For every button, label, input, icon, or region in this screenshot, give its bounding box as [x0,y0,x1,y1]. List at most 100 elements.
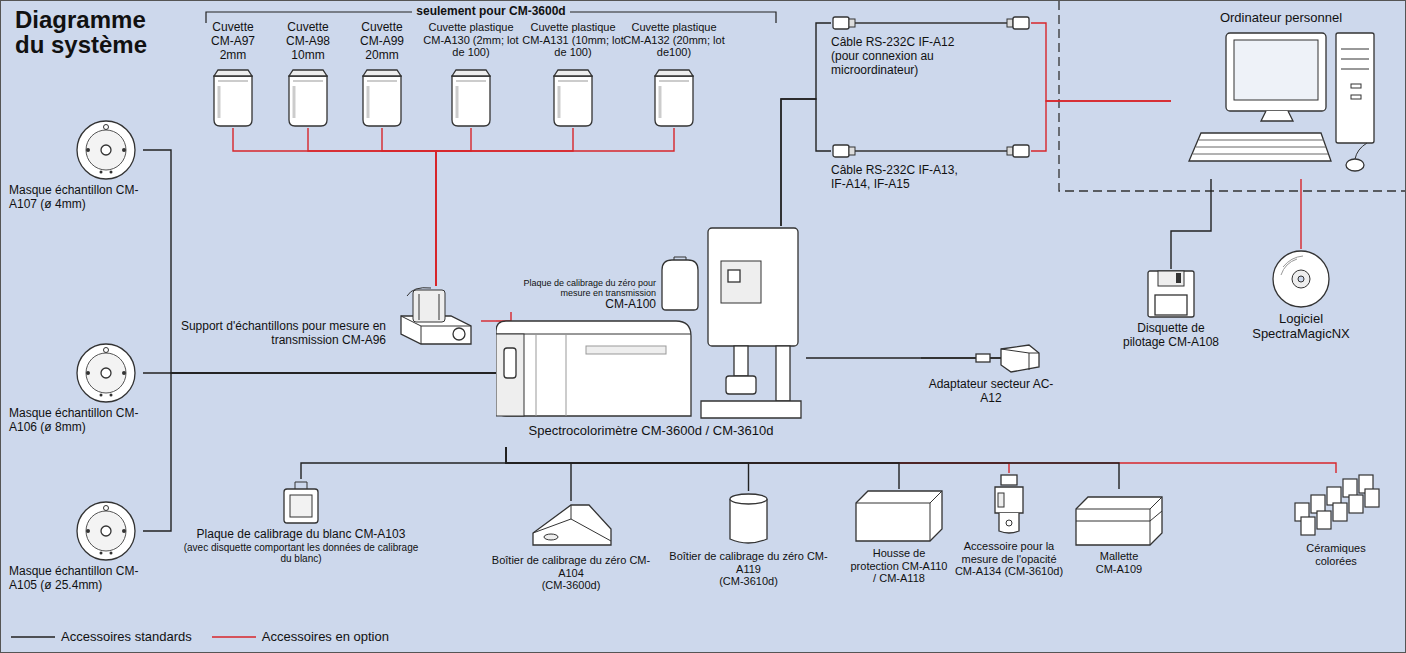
node-label: Cuvette CM-A97 2mm [202,21,264,62]
legend-line [212,633,256,641]
label-block: Câble RS-232C IF-A13, IF-A14, IF-A15 [831,164,971,192]
label-block: Adaptateur secteur AC-A12 [921,378,1061,406]
node-label: Câble RS-232C IF-A13, IF-A14, IF-A15 [831,164,971,192]
sample-mask: Masque échantillon CM-A106 (ø 8mm) [9,342,143,435]
cd-illustration [1271,249,1331,309]
label-block: Accessoire pour la mesure de l'opacité C… [953,540,1065,578]
label-block: Masque échantillon CM-A105 (ø 25.4mm) [9,565,143,593]
label-block: Câble RS-232C IF-A12 (pour connexion au … [831,36,976,77]
connector [301,447,506,479]
legend-label: Accessoires standards [61,629,192,644]
inst-illustration [496,226,806,421]
label-block: Spectrocolorimètre CM-3600d / CM-3610d [496,424,806,439]
node-label: Support d'échantillons pour mesure en tr… [161,320,386,348]
spectrophotometer: Spectrocolorimètre CM-3600d / CM-3610d [496,226,806,447]
legend-item: Accessoires standards [11,629,192,644]
label-block: Cuvette plastique CM-A131 (10mm; lot de … [519,21,627,65]
connector [143,373,496,531]
note-label: seulement pour CM-3600d [412,4,569,18]
connector [506,447,749,491]
node-label: Masque échantillon CM-A107 (ø 4mm) [9,184,143,212]
label-block: Cuvette CM-A99 20mm [351,21,413,65]
node-label: Accessoire pour la mesure de l'opacité C… [953,540,1065,578]
legend-line-sample [11,636,55,638]
label-block: Cuvette CM-A98 10mm [277,21,339,65]
node-label: Housse de protection CM-A110 / CM-A118 [849,547,949,585]
dust-cover: Housse de protection CM-A110 / CM-A118 [849,489,949,585]
node-label: Ordinateur personnel [1171,11,1391,26]
cuv-illustration [651,68,697,128]
node-label: (CM-3610d) [661,575,836,588]
cyl-illustration [726,491,771,547]
cable: Câble RS-232C IF-A13, IF-A14, IF-A15 [831,141,1031,192]
connector [506,447,1336,473]
cable-illustration [831,141,1031,161]
node-label: Boîtier de calibrage du zéro CM-A104 [486,554,656,579]
node-label: Logiciel SpectraMagicNX [1241,312,1361,342]
connector [506,447,1119,489]
cuvette: Cuvette CM-A98 10mm [277,21,339,128]
plz-illustration [659,256,701,312]
connector [1300,179,1301,249]
label-block: Plaque de calibrage du blanc CM-A103(ave… [181,528,421,565]
mask-illustration [75,500,137,562]
legend-line-sample [212,636,256,638]
legend-label: Accessoires en option [262,629,389,644]
connector [233,128,436,286]
label-block: Disquette de pilotage CM-A108 [1116,322,1226,350]
connector [506,447,1009,473]
mask-illustration [75,119,137,181]
carrying-case: Mallette CM-A109 [1069,489,1169,575]
plastic-cuvette: Cuvette plastique CM-A132 (20mm; lot de1… [620,21,728,128]
node-label: Céramiques colorées [1296,542,1376,567]
connector [496,312,511,321]
wplate-illustration [281,479,321,525]
cuv-illustration [359,68,405,128]
label-block: Cuvette plastique CM-A132 (20mm; lot de1… [620,21,728,65]
node-label: Cuvette plastique CM-A131 (10mm; lot de … [519,21,627,59]
label-block: Plaque de calibrage du zéro pour mesure … [506,278,656,312]
case-illustration [1074,489,1164,547]
cable-illustration [831,13,1031,33]
cuv-illustration [550,68,596,128]
sample-mask: Masque échantillon CM-A107 (ø 4mm) [9,119,143,212]
label-block: Logiciel SpectraMagicNX [1241,312,1361,342]
node-label: Cuvette plastique CM-A132 (20mm; lot de1… [620,21,728,59]
node-label: Plaque de calibrage du zéro pour mesure … [506,278,656,299]
zone-boundary [1059,1,1406,191]
ceramic-tiles: Céramiques colorées [1286,473,1386,567]
label-block: Ordinateur personnel [1171,11,1391,26]
cuv-illustration [210,68,256,128]
sample-holder: Support d'échantillons pour mesure en tr… [161,286,481,348]
label-block: Boîtier de calibrage du zéro CM-A119(CM-… [661,550,836,588]
white-plate: Plaque de calibrage du blanc CM-A103(ave… [181,479,421,565]
connector [1031,23,1171,101]
node-label: Adaptateur secteur AC-A12 [921,378,1061,406]
label-block: Masque échantillon CM-A107 (ø 4mm) [9,184,143,212]
connector [506,447,571,501]
node-label: Spectrocolorimètre CM-3600d / CM-3610d [496,424,806,439]
node-label: CM-A100 [506,298,656,312]
legend: Accessoires standards Accessoires en opti… [11,629,403,644]
connector [1031,101,1171,151]
connector [781,23,831,226]
node-label: Disquette de pilotage CM-A108 [1116,322,1226,350]
connector [806,357,921,358]
label-block: Boîtier de calibrage du zéro CM-A104(CM-… [486,554,656,592]
opacity-accessory: Accessoire pour la mesure de l'opacité C… [953,473,1065,578]
node-label: Câble RS-232C IF-A12 (pour connexion au … [831,36,976,77]
connector [436,128,674,286]
label-block: Cuvette CM-A97 2mm [202,21,264,65]
zero-box: Boîtier de calibrage du zéro CM-A104(CM-… [486,501,656,592]
cuvette: Cuvette CM-A97 2mm [202,21,264,128]
cuv-illustration [448,68,494,128]
legend-line [11,633,55,641]
diagram-title: Diagramme du système [15,7,175,57]
floppy-illustration [1146,269,1196,319]
node-label: Cuvette CM-A99 20mm [351,21,413,62]
label-block: Masque échantillon CM-A106 (ø 8mm) [9,407,143,435]
support-illustration [391,286,481,348]
connector [308,128,436,286]
zbox-illustration [529,501,614,551]
